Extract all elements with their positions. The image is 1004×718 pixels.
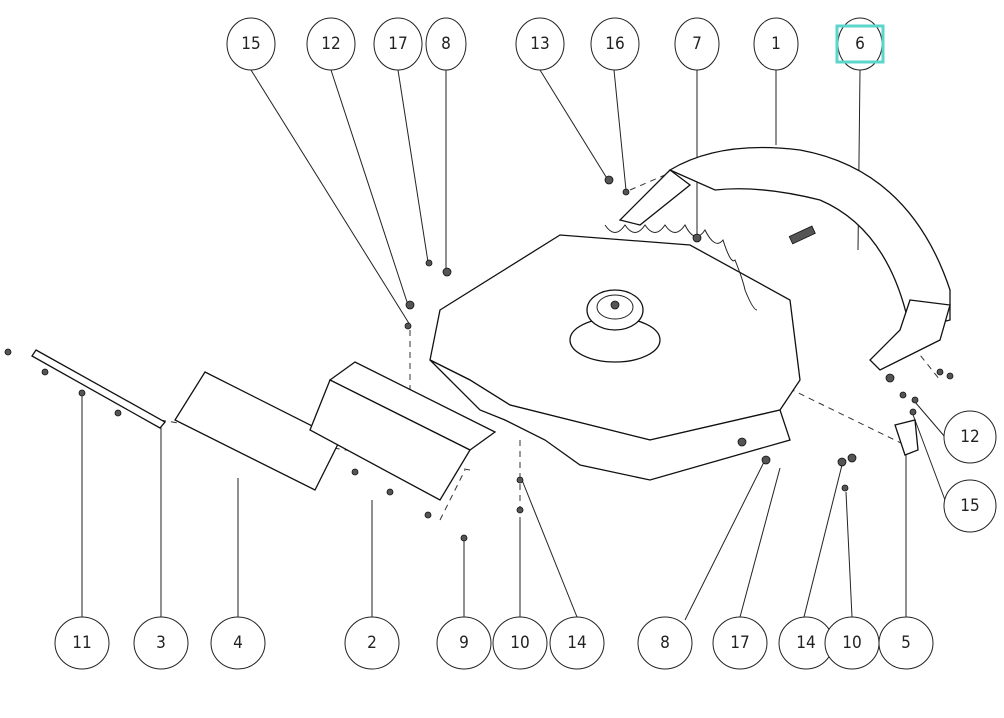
svg-text:6: 6 (855, 34, 865, 54)
rod-part-3 (31, 349, 167, 429)
hardware (4, 175, 954, 542)
svg-text:10: 10 (842, 633, 861, 653)
plate-part-4 (174, 371, 341, 491)
callout-3: 3 (133, 616, 189, 670)
plate-part-2 (309, 361, 497, 501)
callout-15: 15 (226, 17, 276, 71)
svg-text:11: 11 (72, 633, 91, 653)
callout-16: 16 (590, 17, 640, 71)
svg-text:16: 16 (605, 34, 624, 54)
svg-text:4: 4 (233, 633, 243, 653)
guard-arm (618, 146, 951, 371)
svg-text:8: 8 (660, 633, 670, 653)
callout-15-right: 15 (943, 479, 997, 533)
svg-text:15: 15 (241, 34, 260, 54)
callout-14-bottom: 14 (778, 616, 834, 670)
callout-12: 12 (306, 17, 356, 71)
svg-text:14: 14 (796, 633, 815, 653)
svg-text:5: 5 (901, 633, 911, 653)
svg-text:12: 12 (321, 34, 340, 54)
callout-10: 10 (492, 616, 548, 670)
spring (788, 225, 816, 245)
callout-13: 13 (515, 17, 565, 71)
svg-text:7: 7 (692, 34, 702, 54)
callout-2: 2 (344, 616, 400, 670)
svg-text:17: 17 (730, 633, 749, 653)
svg-text:3: 3 (156, 633, 166, 653)
callout-17-bottom: 17 (712, 616, 768, 670)
svg-text:15: 15 (960, 496, 979, 516)
callouts-bottom: 11 3 4 2 9 10 14 8 17 14 10 5 (54, 616, 934, 670)
spindle-pulley (586, 289, 644, 331)
callout-1: 1 (753, 17, 799, 71)
bracket-part-5 (894, 419, 919, 456)
callout-12-right: 12 (943, 410, 997, 464)
svg-text:10: 10 (510, 633, 529, 653)
callout-11: 11 (54, 616, 110, 670)
callout-14: 14 (549, 616, 605, 670)
callout-8: 8 (425, 17, 467, 71)
svg-text:12: 12 (960, 427, 979, 447)
callout-17: 17 (373, 17, 423, 71)
leader-lines (81, 69, 946, 621)
callout-8-bottom: 8 (637, 616, 693, 670)
callout-4: 4 (210, 616, 266, 670)
callout-5: 5 (878, 616, 934, 670)
callout-9: 9 (436, 616, 492, 670)
svg-text:17: 17 (388, 34, 407, 54)
highlight-box (835, 24, 885, 64)
svg-text:1: 1 (771, 34, 781, 54)
mower-deck (429, 224, 801, 481)
svg-text:14: 14 (567, 633, 586, 653)
svg-text:13: 13 (530, 34, 549, 54)
callouts-right: 12 15 (943, 410, 997, 533)
callouts-top: 15 12 17 8 13 16 7 1 6 (226, 17, 885, 71)
callout-10-bottom: 10 (824, 616, 880, 670)
svg-text:2: 2 (367, 633, 377, 653)
svg-text:8: 8 (441, 34, 451, 54)
svg-text:9: 9 (459, 633, 469, 653)
callout-7: 7 (674, 17, 720, 71)
